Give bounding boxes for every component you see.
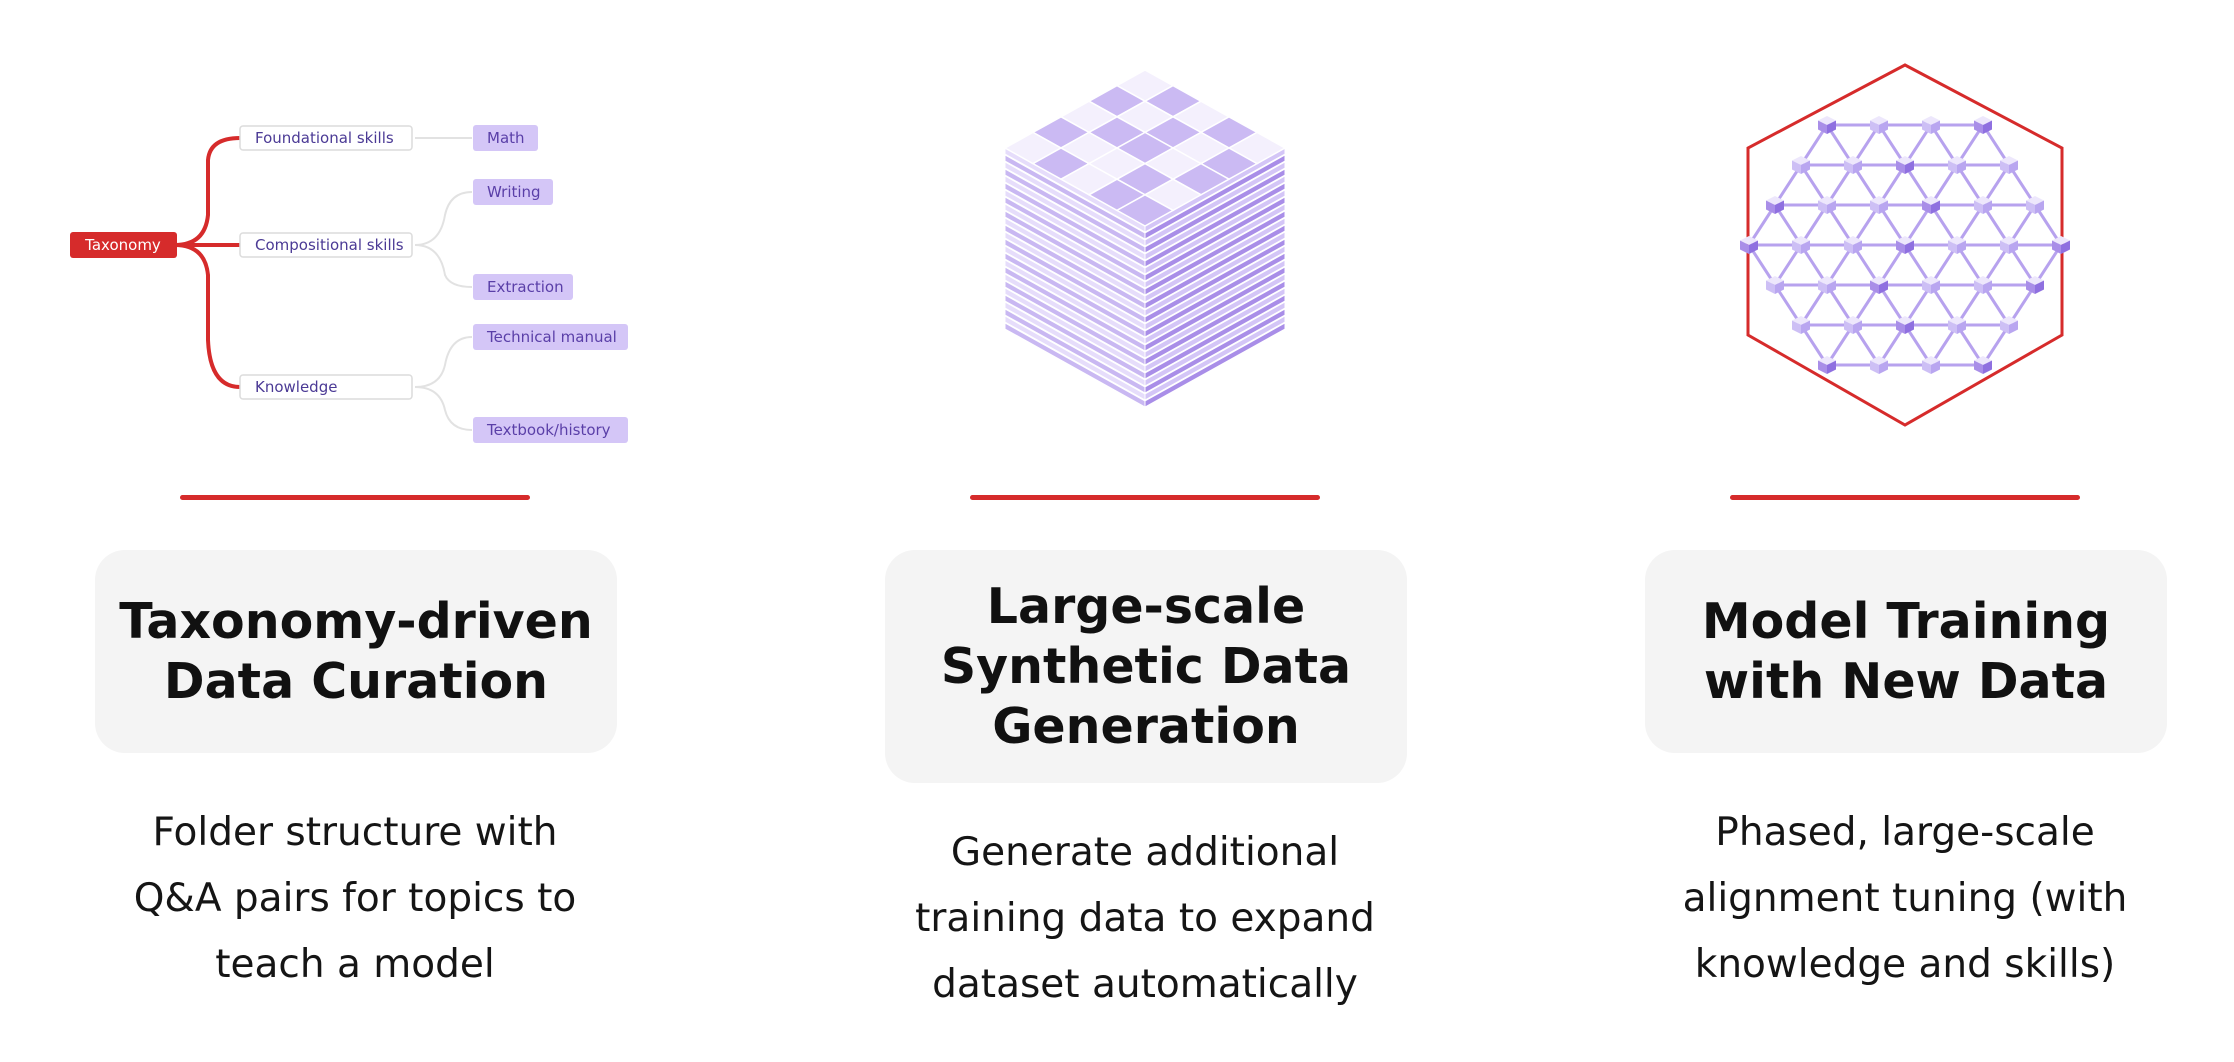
tree-leaf-node: Technical manual <box>473 324 628 350</box>
taxonomy-tree-diagram: Taxonomy Foundational skills Composition… <box>70 125 628 443</box>
column-taxonomy: Taxonomy Foundational skills Composition… <box>60 0 650 1062</box>
tree-root-node: Taxonomy <box>70 232 177 258</box>
column-description: Folder structure with Q&A pairs for topi… <box>133 810 577 987</box>
tree-leaf-label: Textbook/history <box>486 421 611 439</box>
tree-leaf-node: Extraction <box>473 274 573 300</box>
tree-leaf-label: Extraction <box>487 278 564 296</box>
tree-leaf-node: Math <box>473 125 538 151</box>
tree-leaf-label: Writing <box>487 183 541 201</box>
hexagon-lattice-icon <box>1740 63 2070 427</box>
column-model-training: Model Training with New Data Phased, lar… <box>1610 0 2200 1062</box>
tree-leaf-node: Textbook/history <box>473 417 628 443</box>
title-card: Taxonomy-driven Data Curation <box>95 550 617 753</box>
tree-root-label: Taxonomy <box>84 236 161 254</box>
tree-branch-label: Foundational skills <box>255 129 394 147</box>
tree-branch-node: Compositional skills <box>239 232 413 258</box>
tree-leaf-label: Math <box>487 129 525 147</box>
tree-branch-label: Compositional skills <box>255 236 404 254</box>
stacked-data-cube-icon <box>1003 69 1287 408</box>
title-card: Large-scale Synthetic Data Generation <box>885 550 1407 783</box>
column-title: Model Training with New Data <box>1701 592 2111 710</box>
column-description: Phased, large-scale alignment tuning (wi… <box>1682 810 2128 987</box>
red-divider <box>180 495 530 500</box>
column-description: Generate additional training data to exp… <box>915 830 1375 1007</box>
red-divider <box>970 495 1320 500</box>
title-card: Model Training with New Data <box>1645 550 2167 753</box>
tree-leaf-label: Technical manual <box>486 328 617 346</box>
tree-branch-node: Knowledge <box>239 374 413 400</box>
tree-leaf-node: Writing <box>473 179 553 205</box>
column-synthetic-data: Large-scale Synthetic Data Generation Ge… <box>850 0 1440 1062</box>
tree-branch-label: Knowledge <box>255 378 337 396</box>
red-divider <box>1730 495 2080 500</box>
column-title: Large-scale Synthetic Data Generation <box>940 577 1352 755</box>
column-title: Taxonomy-driven Data Curation <box>119 592 593 710</box>
tree-branch-node: Foundational skills <box>239 125 413 151</box>
